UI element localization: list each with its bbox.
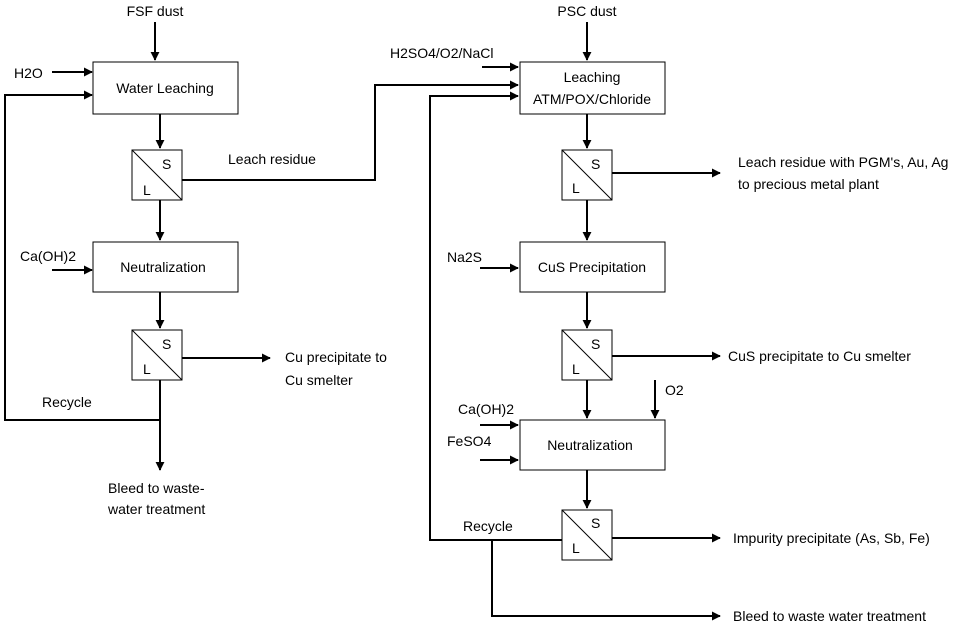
left-separator-1: S L xyxy=(131,149,183,201)
na2s-label: Na2S xyxy=(447,249,482,265)
left-flowsheet: FSF dust H2O Water Leaching S L Leach re… xyxy=(4,3,519,517)
right-flowsheet: PSC dust H2SO4/O2/NaCl Leaching ATM/POX/… xyxy=(390,3,948,624)
left-bleed-label-2: water treatment xyxy=(107,501,205,517)
right-leaching-label-2: ATM/POX/Chloride xyxy=(533,91,651,107)
sep2-solid-label: S xyxy=(162,336,171,352)
right-leaching-label-1: Leaching xyxy=(564,69,621,85)
sep1-liquid-label: L xyxy=(143,182,151,198)
right-sep1-liquid-label: L xyxy=(572,180,580,196)
sep1-solid-label: S xyxy=(162,156,171,172)
right-recycle-line xyxy=(429,91,562,541)
left-neutralization-label: Neutralization xyxy=(120,259,206,275)
leach-residue-line xyxy=(182,80,519,181)
left-separator-2: S L xyxy=(131,329,183,381)
cu-precipitate-label-1: Cu precipitate to xyxy=(285,349,387,365)
right-bleed-line xyxy=(491,540,721,621)
right-leaching-box xyxy=(519,61,666,115)
feso4-label: FeSO4 xyxy=(447,433,492,449)
caoh2-left-label: Ca(OH)2 xyxy=(20,248,76,264)
water-leaching-label: Water Leaching xyxy=(116,80,214,96)
right-bleed-label: Bleed to waste water treatment xyxy=(733,608,926,624)
right-recycle-label: Recycle xyxy=(463,518,513,534)
right-separator-3: S L xyxy=(561,509,613,561)
left-recycle-label: Recycle xyxy=(42,394,92,410)
cu-precipitate-label-2: Cu smelter xyxy=(285,372,353,388)
right-neutralization-box xyxy=(519,419,666,471)
right-sep3-solid-label: S xyxy=(591,515,600,531)
impurity-output-label: Impurity precipitate (As, Sb, Fe) xyxy=(733,530,930,546)
sep2-liquid-label: L xyxy=(143,361,151,377)
o2-label: O2 xyxy=(665,382,684,398)
cus-precipitation-box xyxy=(519,241,666,293)
cus-precipitation-label: CuS Precipitation xyxy=(538,259,646,275)
psc-dust-label: PSC dust xyxy=(557,3,616,19)
pgm-residue-label-2: to precious metal plant xyxy=(738,176,879,192)
right-neutralization-label: Neutralization xyxy=(547,437,633,453)
h2o-label: H2O xyxy=(14,65,43,81)
leach-residue-label: Leach residue xyxy=(228,151,316,167)
right-sep2-solid-label: S xyxy=(591,336,600,352)
right-sep2-liquid-label: L xyxy=(572,361,580,377)
left-bleed-label-1: Bleed to waste- xyxy=(108,480,205,496)
left-recycle-line xyxy=(4,90,160,421)
right-sep1-solid-label: S xyxy=(591,156,600,172)
water-leaching-box xyxy=(92,61,239,115)
cus-output-label: CuS precipitate to Cu smelter xyxy=(728,348,911,364)
left-neutralization-box xyxy=(92,241,239,293)
pgm-residue-label-1: Leach residue with PGM's, Au, Ag xyxy=(738,154,948,170)
caoh2-right-label: Ca(OH)2 xyxy=(458,401,514,417)
right-separator-1: S L xyxy=(561,149,613,201)
fsf-dust-label: FSF dust xyxy=(127,3,184,19)
h2so4-reagent-label: H2SO4/O2/NaCl xyxy=(390,45,493,61)
right-separator-2: S L xyxy=(561,329,613,381)
right-sep3-liquid-label: L xyxy=(572,540,580,556)
